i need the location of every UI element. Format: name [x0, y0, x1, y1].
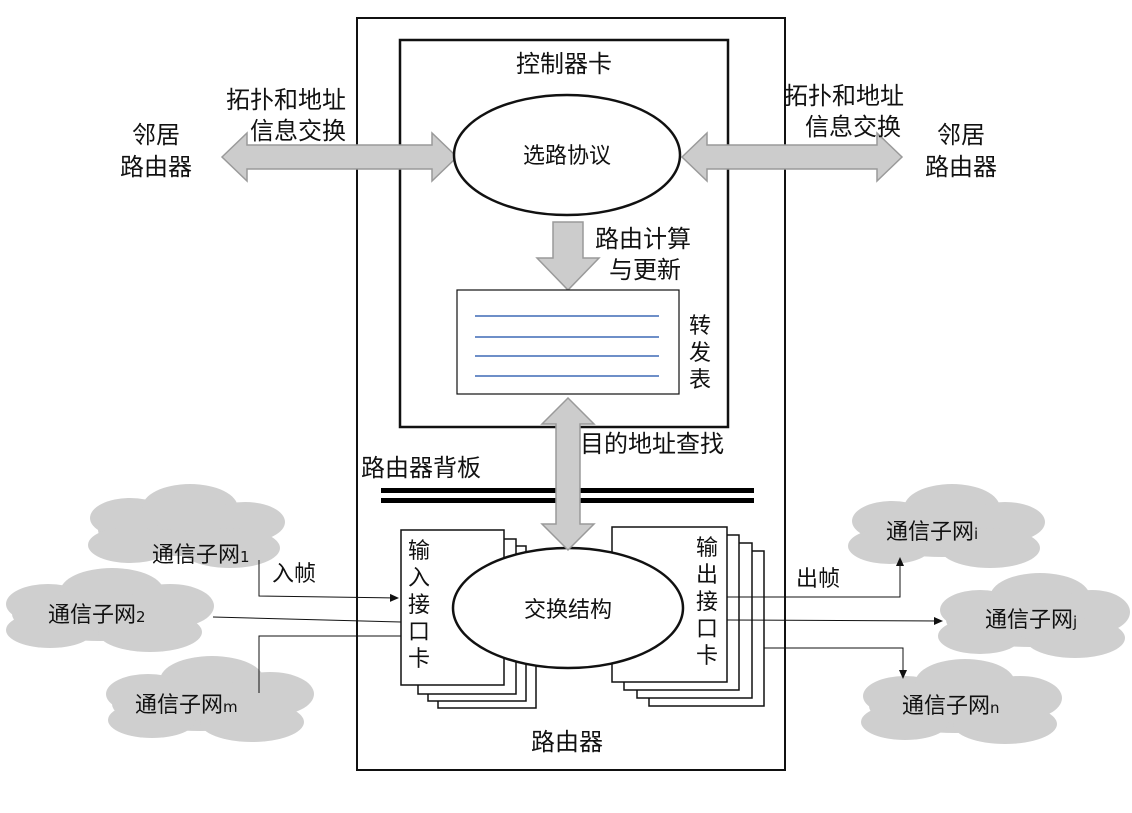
subnet-m-label: 通信子网m	[135, 693, 238, 718]
dest-lookup-label: 目的地址查找	[580, 430, 724, 458]
right-exchange-arrow	[680, 131, 904, 183]
cloud-subnet-1	[88, 484, 285, 568]
cloud-subnet-2	[6, 568, 214, 652]
subnet-j-label: 通信子网j	[985, 608, 1077, 633]
output-card-label-5: 卡	[696, 644, 718, 669]
input-card-label-1: 输	[408, 539, 430, 564]
link-output-to-subnet-i	[727, 557, 904, 598]
switch-fabric-label: 交换结构	[524, 598, 612, 623]
input-card-label-4: 口	[408, 620, 430, 645]
route-calc-label-2: 与更新	[609, 256, 681, 284]
output-card-label-4: 口	[696, 617, 718, 642]
link-subnet-m-to-input	[258, 635, 401, 693]
neighbor-right-label-2: 路由器	[925, 153, 997, 181]
route-calc-arrow	[535, 221, 601, 292]
cloud-subnet-i	[848, 484, 1045, 568]
forwarding-table-label-3: 表	[689, 368, 711, 393]
cloud-subnet-n	[861, 659, 1062, 744]
subnet-i-label: 通信子网i	[886, 520, 978, 545]
dest-lookup-arrow	[540, 396, 596, 552]
input-card-label-2: 入	[408, 566, 430, 591]
right-exchange-label-1: 拓扑和地址	[784, 82, 904, 110]
output-card-label-1: 输	[696, 536, 718, 561]
subnet-2-label: 通信子网2	[48, 603, 146, 628]
routing-protocol-label: 选路协议	[523, 144, 611, 169]
route-calc-label-1: 路由计算	[595, 225, 691, 253]
link-output-to-subnet-n	[764, 647, 907, 679]
link-subnet-2-to-input	[212, 616, 402, 623]
input-card-label-3: 接	[408, 593, 430, 618]
link-subnet-1-to-input	[258, 560, 399, 602]
cloud-subnet-m	[106, 656, 314, 742]
backplane-label: 路由器背板	[361, 454, 481, 482]
link-output-to-subnet-j	[726, 616, 943, 625]
left-exchange-label-1: 拓扑和地址	[226, 86, 346, 114]
output-card-label-2: 出	[696, 563, 718, 588]
left-exchange-label-2: 信息交换	[250, 117, 346, 145]
subnet-1-label: 通信子网1	[152, 543, 250, 568]
forwarding-table	[456, 289, 680, 395]
controller-card-title: 控制器卡	[516, 50, 612, 78]
right-exchange-label-2: 信息交换	[805, 113, 901, 141]
subnet-n-label: 通信子网n	[902, 694, 1000, 719]
forwarding-table-label-2: 发	[689, 341, 711, 366]
neighbor-right-label-1: 邻居	[937, 121, 985, 149]
output-card-label-3: 接	[696, 590, 718, 615]
neighbor-left-label-1: 邻居	[132, 121, 180, 149]
neighbor-left-label-2: 路由器	[120, 153, 192, 181]
in-frame-label: 入帧	[272, 562, 316, 587]
router-box	[356, 17, 786, 771]
routing-protocol-ellipse	[452, 93, 682, 217]
input-card-label-5: 卡	[408, 647, 430, 672]
forwarding-table-label-1: 转	[689, 314, 711, 339]
cloud-subnet-j	[938, 573, 1130, 658]
out-frame-label: 出帧	[796, 567, 840, 592]
router-label: 路由器	[531, 728, 603, 756]
